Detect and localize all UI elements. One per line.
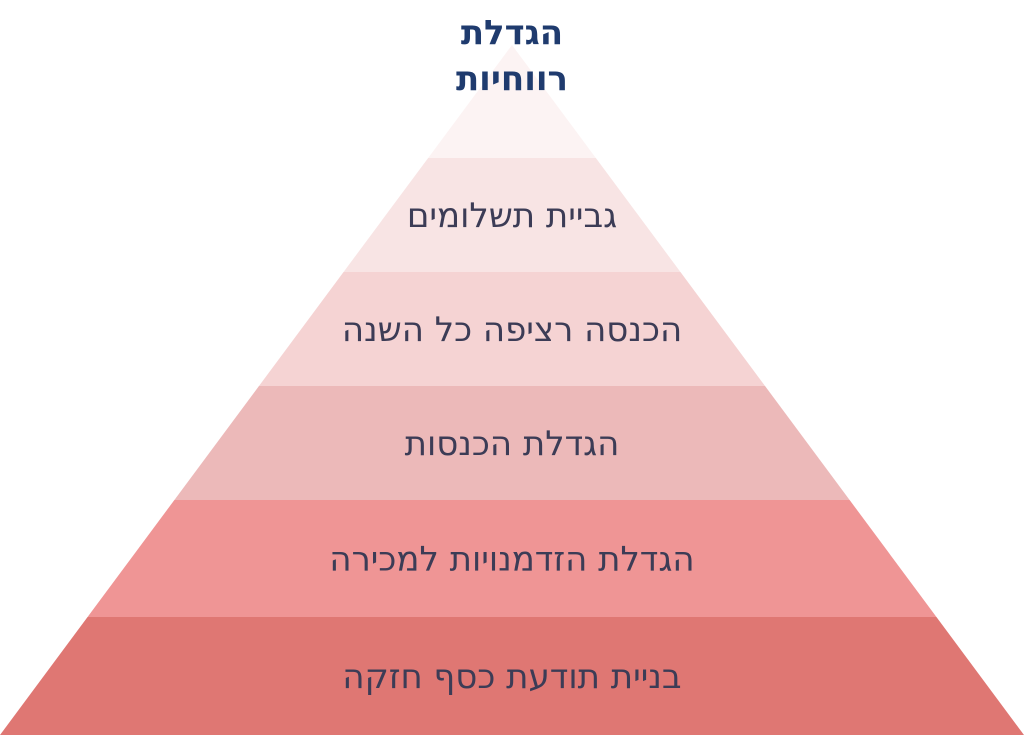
pyramid-level-3-label: הכנסה רציפה כל השנה [342,310,682,350]
pyramid-level-2 [343,158,681,272]
pyramid-level-4 [174,386,850,500]
pyramid-labels: גביית תשלומים הכנסה רציפה כל השנה הגדלת הכ… [329,196,694,697]
pyramid-level-5-label: הגדלת הזדמנויות למכירה [329,540,694,580]
pyramid-level-5 [87,500,937,617]
pyramid-level-6-label: בניית תודעת כסף חזקה [342,657,681,697]
apex-title-line-2: רווחיות [455,59,569,99]
pyramid-level-2-label: גביית תשלומים [407,196,617,236]
apex-title-line-1: הגדלת [460,13,564,53]
pyramid-level-3 [258,272,766,386]
pyramid-level-1 [428,45,596,158]
apex-title: הגדלת רווחיות [362,10,662,102]
pyramid-level-6 [0,617,1024,735]
pyramid-levels [0,45,1024,735]
pyramid-level-4-label: הגדלת הכנסות [405,424,620,464]
